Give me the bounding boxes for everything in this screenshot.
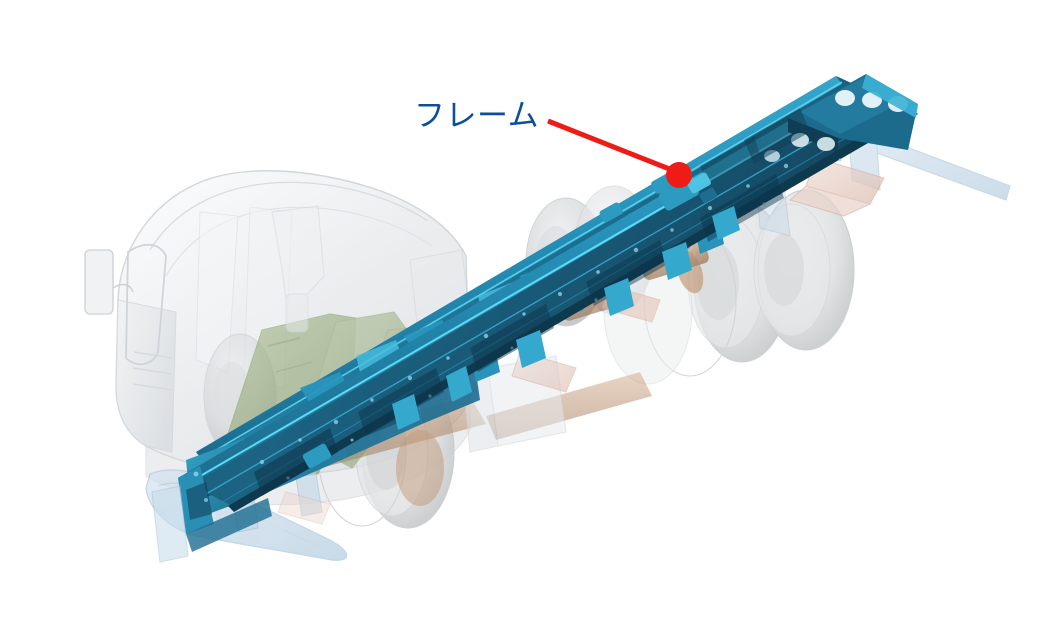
- frame-hole: [817, 137, 835, 151]
- front-subframe-arm: [151, 485, 189, 563]
- mirror-glass: [84, 249, 114, 315]
- chassis-frame: [178, 74, 918, 552]
- side-mirror: [84, 243, 167, 366]
- frame-hole: [835, 90, 855, 106]
- frame-rear-end: [700, 74, 918, 184]
- frame-front-end: [178, 466, 272, 552]
- intake-duct: [271, 205, 325, 333]
- callout-label-frame: フレーム: [414, 98, 540, 133]
